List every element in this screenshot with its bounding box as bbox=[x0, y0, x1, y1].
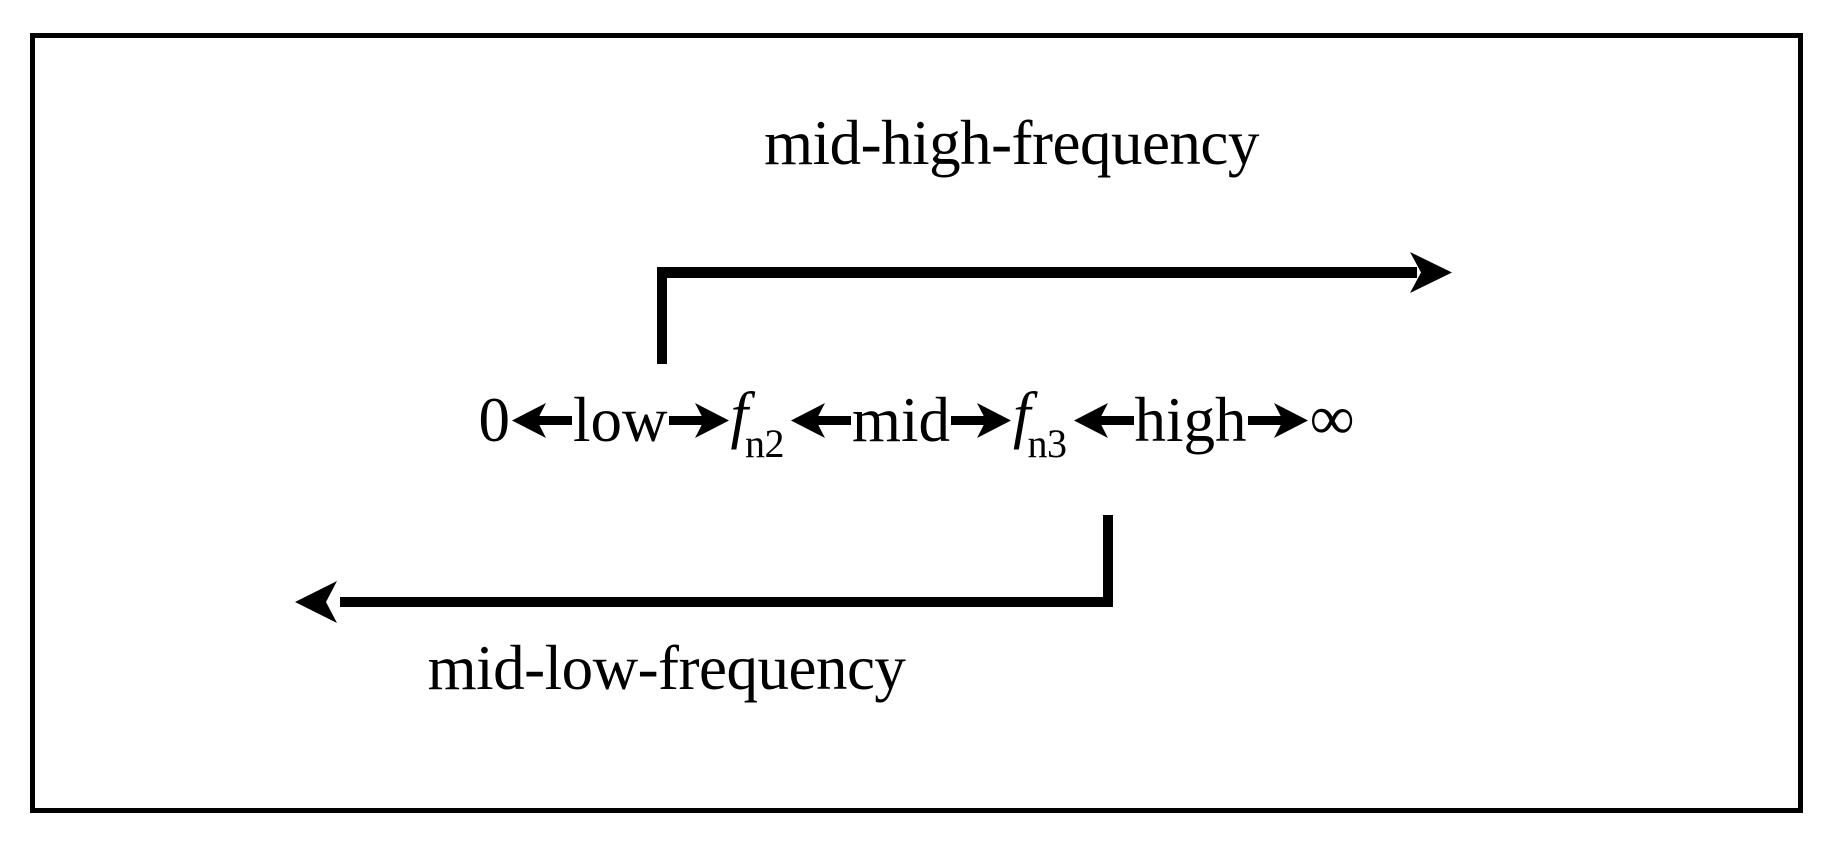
boundary-fn2-symbol: f bbox=[730, 379, 749, 450]
arrow-right-high-to-infinity bbox=[1247, 389, 1310, 451]
arrow-left-low-to-zero bbox=[510, 389, 572, 451]
axis-start-zero: 0 bbox=[478, 384, 511, 455]
band-label-mid: mid bbox=[852, 384, 951, 455]
arrow-right-low-to-fn2 bbox=[668, 389, 731, 451]
bottom-bracket-mid-low-frequency bbox=[295, 515, 1113, 623]
boundary-fn3-symbol: f bbox=[1013, 379, 1031, 450]
band-label-low: low bbox=[573, 384, 668, 455]
bottom-bracket-arrowhead-left bbox=[295, 581, 337, 623]
spectrum-axis-row: 0 low fn2 mid bbox=[0, 372, 1833, 468]
top-band-label: mid-high-frequency bbox=[764, 108, 1259, 178]
diagram-frame-border bbox=[30, 33, 1803, 813]
top-bracket-mid-high-frequency bbox=[657, 252, 1452, 364]
arrow-left-mid-to-fn2 bbox=[789, 389, 852, 451]
boundary-fn2: fn2 bbox=[731, 383, 790, 464]
bottom-bracket-rail bbox=[340, 597, 1113, 607]
band-label-high: high bbox=[1134, 384, 1247, 455]
arrow-right-mid-to-fn3 bbox=[951, 389, 1013, 451]
bottom-bracket-stem bbox=[1103, 515, 1113, 607]
boundary-fn3: fn3 bbox=[1013, 383, 1072, 464]
top-bracket-stem bbox=[657, 272, 667, 364]
top-bracket-arrowhead-right bbox=[1410, 252, 1452, 293]
axis-end-infinity: ∞ bbox=[1309, 382, 1355, 453]
boundary-fn3-subscript: n3 bbox=[1027, 421, 1068, 467]
top-bracket-rail bbox=[657, 267, 1417, 278]
bottom-band-label: mid-low-frequency bbox=[427, 633, 906, 703]
boundary-fn2-subscript: n2 bbox=[745, 421, 785, 467]
arrow-left-high-to-fn3 bbox=[1072, 389, 1134, 451]
